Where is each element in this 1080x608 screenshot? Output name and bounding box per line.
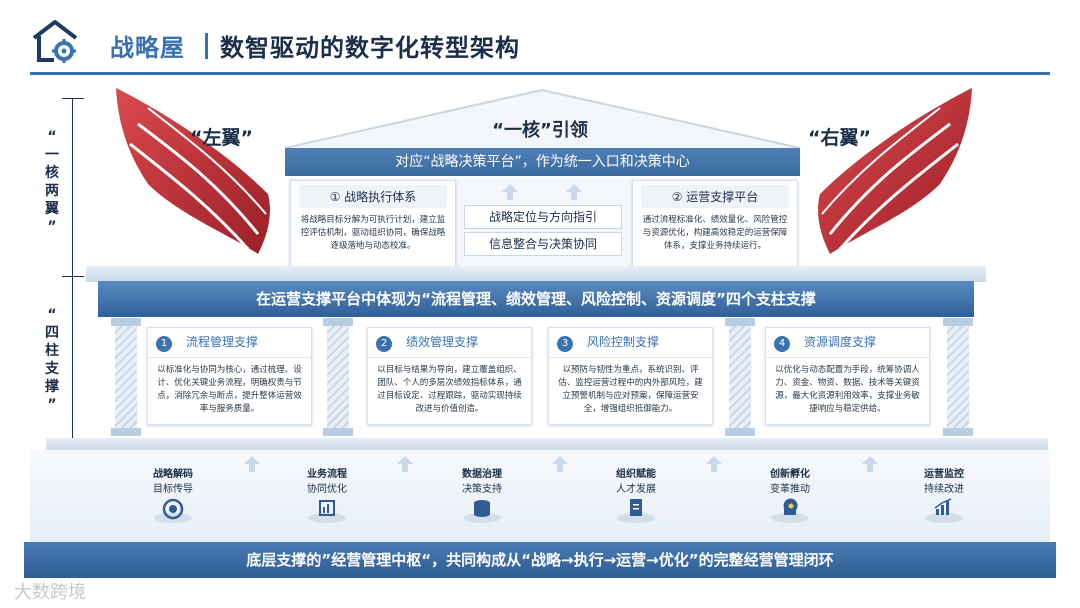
card-heading: ① 战略执行体系 xyxy=(299,185,447,208)
side-label-char: ” xyxy=(40,218,64,236)
base-item-monitoring: 运营监控持续改进 xyxy=(899,465,989,495)
pillar-card-process: 1 流程管理支撑 以标准化与协同为核心，通过梳理、设计、优化关键业务流程，明确权责… xyxy=(147,327,312,425)
base-item-title: 战略解码 xyxy=(128,465,218,480)
bracket-line xyxy=(72,98,73,276)
database-icon xyxy=(462,496,502,524)
card-text: 将战略目标分解为可执行计划，建立监控评估机制，驱动组织协同，确保战略逐级落地与动… xyxy=(291,212,455,255)
pillar-heading: 绩效管理支撑 xyxy=(406,335,478,349)
base-item-strategy: 战略解码目标传导 xyxy=(128,465,218,495)
pillar-card-performance: 2 绩效管理支撑 以目标与结果为导向，建立覆盖组织、团队、个人的多层次绩效指标体系… xyxy=(367,327,532,425)
pillar-heading: 风险控制支撑 xyxy=(587,335,659,349)
pillar-column xyxy=(725,318,755,436)
side-label-pillars: “四柱支撑” xyxy=(40,306,64,414)
pillar-column xyxy=(111,318,141,436)
up-arrow-icon xyxy=(858,452,882,476)
house-gear-icon xyxy=(30,18,80,64)
side-label-char: “ xyxy=(40,128,64,146)
card-heading: ② 运营支撑平台 xyxy=(641,185,789,208)
left-wing-illustration xyxy=(108,84,283,264)
pillar-card-risk: 3 风险控制支撑 以预防与韧性为重点，系统识别、评估、监控运营过程中的内外部风险，… xyxy=(548,327,713,425)
four-pillars-band: 在运营支撑平台中体现为“流程管理、绩效管理、风险控制、资源调度”四个支柱支撑 xyxy=(98,281,974,317)
side-label-char: “ xyxy=(40,306,64,324)
side-label-char: 柱 xyxy=(40,342,64,360)
card-text: 通过流程标准化、绩效量化、风险管控与资源优化，构建高效稳定的运营保障体系，支撑业… xyxy=(633,212,797,255)
base-ledge xyxy=(46,438,1048,450)
pillar-text: 以目标与结果为导向，建立覆盖组织、团队、个人的多层次绩效指标体系，通过目标设定、… xyxy=(368,358,531,416)
idea-head-icon xyxy=(770,496,810,524)
base-item-innovation: 创新孵化变革推动 xyxy=(745,465,835,495)
bracket-line xyxy=(72,276,73,440)
pillar-heading: 资源调度支撑 xyxy=(804,335,876,349)
left-wing-label: “左翼” xyxy=(190,123,253,150)
side-label-char: 撑 xyxy=(40,378,64,396)
pillar-number: 3 xyxy=(557,336,573,352)
base-item-subtitle: 协同优化 xyxy=(282,480,372,495)
base-item-title: 创新孵化 xyxy=(745,465,835,480)
base-item-org: 组织赋能人才发展 xyxy=(591,465,681,495)
operation-support-card: ② 运营支撑平台 通过流程标准化、绩效量化、风险管控与资源优化，构建高效稳定的运… xyxy=(632,180,798,268)
side-label-char: 翼 xyxy=(40,200,64,218)
platform-ledge xyxy=(86,266,986,282)
base-item-title: 运营监控 xyxy=(899,465,989,480)
pillar-number: 2 xyxy=(376,336,392,352)
roof-title: “一核”引领 xyxy=(440,116,640,142)
up-arrow-icon xyxy=(498,180,522,204)
base-item-subtitle: 决策支持 xyxy=(437,480,527,495)
base-item-title: 组织赋能 xyxy=(591,465,681,480)
pillar-number: 1 xyxy=(156,336,172,352)
side-label-char: 两 xyxy=(40,182,64,200)
core-item-positioning: 战略定位与方向指引 xyxy=(464,205,622,229)
base-item-subtitle: 变革推动 xyxy=(745,480,835,495)
target-icon xyxy=(153,496,193,524)
side-label-char: 核 xyxy=(40,164,64,182)
core-item-integration: 信息整合与决策协同 xyxy=(464,232,622,256)
pillar-column xyxy=(323,318,353,436)
document-icon xyxy=(616,496,656,524)
side-label-core-wings: “一核两翼” xyxy=(40,128,64,236)
pillar-text: 以优化与动态配置为手段，统筹协调人力、资金、物资、数据、技术等关键资源，最大化资… xyxy=(766,358,929,416)
watermark: 大数跨境 xyxy=(14,578,86,604)
bracket-cap xyxy=(62,98,84,99)
base-item-subtitle: 人才发展 xyxy=(591,480,681,495)
pillar-number: 4 xyxy=(774,336,790,352)
right-wing-illustration xyxy=(805,84,980,264)
bar-chart-icon xyxy=(924,496,964,524)
up-arrow-icon xyxy=(548,452,572,476)
base-item-subtitle: 持续改进 xyxy=(899,480,989,495)
management-hub-band: 底层支撑的”经营管理中枢“，共同构成从“战略→执行→运营→优化”的完整经营管理闭… xyxy=(24,542,1056,578)
up-arrow-icon xyxy=(240,452,264,476)
side-label-char: 四 xyxy=(40,324,64,342)
decision-platform-band: 对应“战略决策平台”，作为统一入口和决策中心 xyxy=(285,148,800,176)
pillar-heading: 流程管理支撑 xyxy=(186,335,258,349)
base-item-data: 数据治理决策支持 xyxy=(437,465,527,495)
pillar-column xyxy=(943,318,973,436)
pillar-card-resource: 4 资源调度支撑 以优化与动态配置为手段，统筹协调人力、资金、物资、数据、技术等关… xyxy=(765,327,930,425)
strategy-execution-card: ① 战略执行体系 将战略目标分解为可执行计划，建立监控评估机制，驱动组织协同，确… xyxy=(290,180,456,268)
up-arrow-icon xyxy=(702,452,726,476)
side-label-char: 支 xyxy=(40,360,64,378)
right-wing-label: “右翼” xyxy=(808,123,871,150)
pillar-text: 以标准化与协同为核心，通过梳理、设计、优化关键业务流程，明确权责与节点，消除冗余… xyxy=(148,358,311,416)
side-label-char: ” xyxy=(40,396,64,414)
bracket-cap xyxy=(62,276,84,277)
base-item-process: 业务流程协同优化 xyxy=(282,465,372,495)
base-item-title: 业务流程 xyxy=(282,465,372,480)
base-item-title: 数据治理 xyxy=(437,465,527,480)
up-arrow-icon xyxy=(562,180,586,204)
up-arrow-icon xyxy=(393,452,417,476)
process-chart-icon xyxy=(307,496,347,524)
page-title-sub: 数智驱动的数字化转型架构 xyxy=(220,28,520,63)
side-label-char: 一 xyxy=(40,146,64,164)
page-title-main: 战略屋 xyxy=(110,28,185,63)
base-item-subtitle: 目标传导 xyxy=(128,480,218,495)
header-rule xyxy=(30,72,1050,75)
title-divider xyxy=(205,33,208,59)
pillar-text: 以预防与韧性为重点，系统识别、评估、监控运营过程中的内外部风险，建立预警机制与应… xyxy=(549,358,712,416)
